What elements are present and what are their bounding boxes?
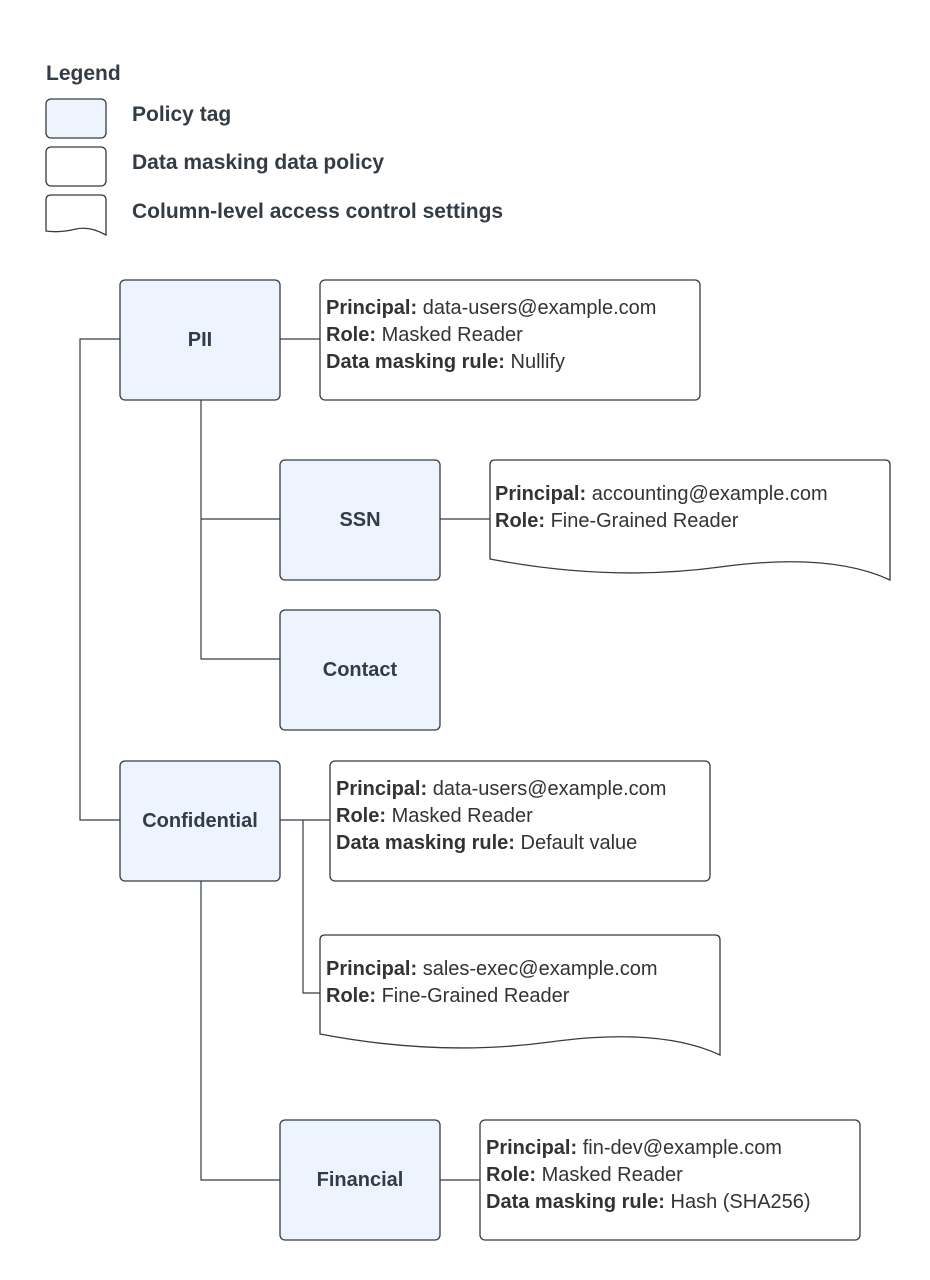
legend-policy-tag-swatch [45, 98, 107, 139]
legend-title: Legend [46, 62, 121, 85]
ssn-access-settings-text: Principal: accounting@example.com Role: … [495, 481, 828, 535]
legend-label-masking-policy: Data masking data policy [132, 151, 385, 174]
financial-masking-policy-text: Principal: fin-dev@example.com Role: Mas… [486, 1135, 811, 1216]
principal-label: Principal: [495, 483, 587, 505]
role-label: Role: [326, 985, 376, 1007]
confidential-masking-policy-text: Principal: data-users@example.com Role: … [336, 776, 666, 857]
tag-financial-box [279, 1119, 441, 1241]
tag-financial-label: Financial [316, 1168, 404, 1191]
principal-value: sales-exec@example.com [422, 958, 658, 980]
principal-label: Principal: [486, 1137, 578, 1159]
confidential-access-settings-box [319, 934, 721, 1057]
role-label: Role: [336, 805, 386, 827]
role-value: Masked Reader [541, 1164, 683, 1186]
tag-ssn-box [279, 459, 441, 581]
legend-access-control-swatch [45, 194, 107, 237]
masking-rule-value: Default value [520, 832, 638, 854]
legend-label-policy-tag: Policy tag [132, 103, 232, 126]
principal-label: Principal: [326, 958, 418, 980]
tag-contact-label: Contact [322, 658, 398, 681]
role-label: Role: [486, 1164, 536, 1186]
role-value: Masked Reader [381, 324, 523, 346]
role-value: Fine-Grained Reader [550, 510, 739, 532]
connector-lines [79, 338, 490, 1181]
role-value: Masked Reader [391, 805, 533, 827]
financial-masking-policy-box [479, 1119, 861, 1241]
tag-pii-box [119, 279, 281, 401]
principal-label: Principal: [326, 297, 418, 319]
masking-rule-value: Hash (SHA256) [670, 1191, 811, 1213]
pii-masking-policy-text: Principal: data-users@example.com Role: … [326, 295, 656, 376]
legend-label-access-control: Column-level access control settings [132, 200, 504, 223]
ssn-access-settings-box [489, 459, 891, 582]
legend-masking-policy-swatch [45, 146, 107, 187]
tag-contact-box [279, 609, 441, 731]
confidential-masking-policy-box [329, 760, 711, 882]
principal-value: accounting@example.com [591, 483, 828, 505]
principal-label: Principal: [336, 778, 428, 800]
tag-pii-label: PII [187, 328, 213, 351]
principal-value: data-users@example.com [432, 778, 667, 800]
role-label: Role: [326, 324, 376, 346]
principal-value: data-users@example.com [422, 297, 657, 319]
tag-ssn-label: SSN [339, 508, 381, 531]
role-label: Role: [495, 510, 545, 532]
tag-confidential-box [119, 760, 281, 882]
masking-rule-label: Data masking rule: [326, 351, 505, 373]
masking-rule-label: Data masking rule: [486, 1191, 665, 1213]
role-value: Fine-Grained Reader [381, 985, 570, 1007]
masking-rule-label: Data masking rule: [336, 832, 515, 854]
masking-rule-value: Nullify [510, 351, 565, 373]
pii-masking-policy-box [319, 279, 701, 401]
principal-value: fin-dev@example.com [582, 1137, 782, 1159]
tag-confidential-label: Confidential [142, 809, 258, 832]
confidential-access-settings-text: Principal: sales-exec@example.com Role: … [326, 956, 658, 1010]
